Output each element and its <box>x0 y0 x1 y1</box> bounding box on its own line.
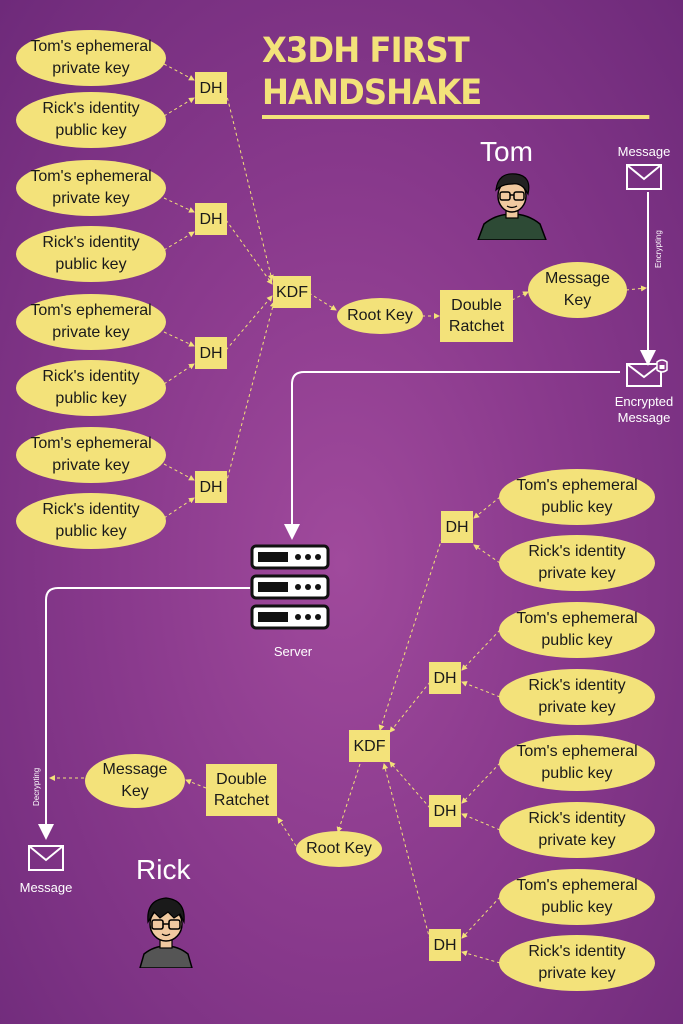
rick-dh-3: DH <box>429 795 461 827</box>
tom-dh-4: DH <box>195 471 227 503</box>
tom-message-key: Message Key <box>528 262 627 318</box>
decrypting-label: Decrypting <box>32 767 41 806</box>
rick-kdf: KDF <box>349 730 390 762</box>
tom-name: Tom <box>480 136 533 167</box>
rick-tom-ephemeral-public-key-1: Tom's ephemeral public key <box>499 469 655 525</box>
rick-tom-ephemeral-public-key-2: Tom's ephemeral public key <box>499 602 655 658</box>
tom-dh-2: DH <box>195 203 227 235</box>
tom-kdf: KDF <box>273 276 311 308</box>
server-icon <box>250 544 330 630</box>
rick-identity-private-key-1: Rick's identity private key <box>499 535 655 591</box>
rick-dh-4: DH <box>429 929 461 961</box>
rick-identity-private-key-3: Rick's identity private key <box>499 802 655 858</box>
rick-identity-private-key-2: Rick's identity private key <box>499 669 655 725</box>
rick-tom-ephemeral-public-key-3: Tom's ephemeral public key <box>499 735 655 791</box>
tom-double-ratchet: Double Ratchet <box>440 290 513 342</box>
rick-dh-1: DH <box>441 511 473 543</box>
encrypted-message-label: Encrypted Message <box>614 394 674 425</box>
tom-ephemeral-private-key-3: Tom's ephemeral private key <box>16 294 166 350</box>
tom-dh-1: DH <box>195 72 227 104</box>
rick-root-key: Root Key <box>296 831 382 867</box>
envelope-lock-icon <box>626 359 668 387</box>
tom-ephemeral-private-key-4: Tom's ephemeral private key <box>16 427 166 483</box>
rick-tom-ephemeral-public-key-4: Tom's ephemeral public key <box>499 869 655 925</box>
tom-dh-3: DH <box>195 337 227 369</box>
server-label: Server <box>273 644 313 659</box>
tom-ephemeral-private-key-2: Tom's ephemeral private key <box>16 160 166 216</box>
rick-identity-public-key-3: Rick's identity public key <box>16 360 166 416</box>
page-title: X3DH FIRST HANDSHAKE <box>262 30 650 119</box>
rick-avatar-icon <box>139 897 193 968</box>
rick-double-ratchet: Double Ratchet <box>206 764 277 816</box>
rick-message-key: Message Key <box>85 754 185 808</box>
tom-message-label: Message <box>617 144 671 159</box>
rick-identity-public-key-4: Rick's identity public key <box>16 493 166 549</box>
tom-root-key: Root Key <box>337 298 423 334</box>
rick-message-label: Message <box>19 880 73 895</box>
encrypting-label: Encrypting <box>654 230 663 268</box>
rick-identity-private-key-4: Rick's identity private key <box>499 935 655 991</box>
rick-dh-2: DH <box>429 662 461 694</box>
rick-identity-public-key-2: Rick's identity public key <box>16 226 166 282</box>
rick-identity-public-key-1: Rick's identity public key <box>16 92 166 148</box>
tom-avatar-icon <box>477 173 547 240</box>
envelope-icon <box>626 164 662 190</box>
rick-name: Rick <box>136 854 191 885</box>
tom-ephemeral-private-key-1: Tom's ephemeral private key <box>16 30 166 86</box>
envelope-icon <box>28 845 64 871</box>
